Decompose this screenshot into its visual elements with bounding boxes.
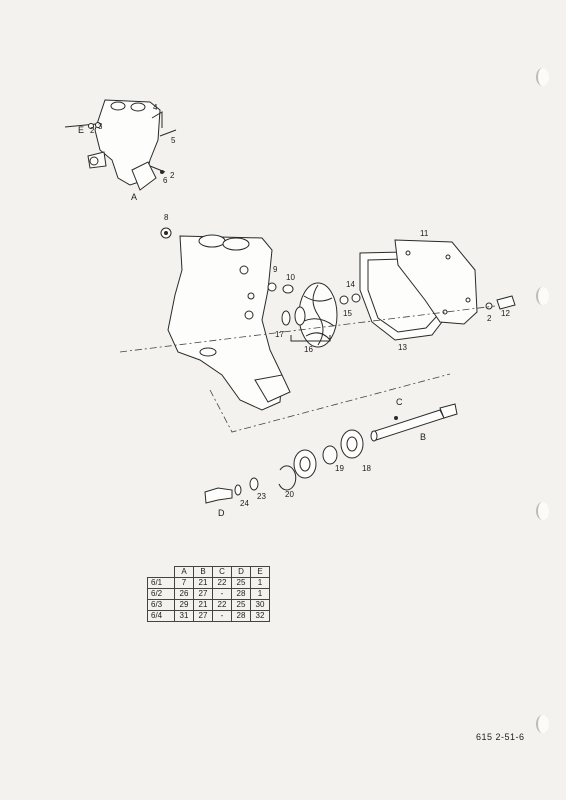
callout-19: 19: [335, 464, 344, 473]
table-row: 6/3 29 21 22 25 30: [147, 599, 270, 611]
table-cell: 22: [212, 577, 232, 589]
table-cell: 27: [193, 588, 213, 600]
table-cell: 22: [212, 599, 232, 611]
punch-hole: [536, 502, 549, 520]
table-cell: 28: [231, 610, 251, 622]
table-cell: -: [212, 588, 232, 600]
table-cell: 28: [231, 588, 251, 600]
table-row: 6/2 26 27 - 28 1: [147, 588, 270, 600]
callout-11: 11: [420, 229, 429, 238]
table-cell: 30: [250, 599, 270, 611]
pump-assembly-overview: [64, 99, 177, 191]
column-header: B: [193, 566, 213, 578]
punch-hole: [536, 287, 549, 305]
punch-hole: [536, 715, 549, 733]
washer: [249, 477, 259, 491]
nut: [351, 293, 361, 303]
table-row: 6/4 31 27 - 28 32: [147, 610, 270, 622]
column-header: A: [174, 566, 194, 578]
callout-2: 2: [170, 171, 175, 180]
table-cell: 32: [250, 610, 270, 622]
callout-13: 13: [398, 343, 407, 352]
key: [394, 416, 398, 420]
callout-8: 8: [164, 213, 169, 222]
callout-E: E: [78, 125, 84, 135]
bolt: [204, 487, 233, 504]
washer: [485, 302, 493, 310]
callout-B: B: [420, 432, 426, 442]
washer: [339, 295, 349, 305]
column-header: D: [231, 566, 251, 578]
callout-14: 14: [346, 280, 355, 289]
table-cell: 29: [174, 599, 194, 611]
callout-12: 12: [501, 309, 510, 318]
row-label: 6/1: [147, 577, 175, 589]
row-label: 6/2: [147, 588, 175, 600]
table-cell: 1: [250, 588, 270, 600]
callout-9: 9: [273, 265, 278, 274]
table-cell: 25: [231, 577, 251, 589]
callout-16: 16: [304, 345, 313, 354]
callout-23: 23: [257, 492, 266, 501]
punch-hole: [536, 68, 549, 86]
table-header-row: A B C D E: [147, 566, 270, 578]
table-cell: 21: [193, 599, 213, 611]
spacer: [322, 445, 338, 465]
table-cell: -: [212, 610, 232, 622]
parts-reference-table: A B C D E 6/1 7 21 22 25 1 6/2 26 27 - 2…: [147, 566, 270, 622]
callout-20: 20: [285, 490, 294, 499]
axis-line: [119, 305, 496, 353]
impeller: [281, 282, 338, 348]
callout-15: 15: [343, 309, 352, 318]
table-cell: 27: [193, 610, 213, 622]
callout-2: 2: [487, 314, 492, 323]
table-cell: 7: [174, 577, 194, 589]
callout-C: C: [396, 397, 403, 407]
table-cell: 1: [250, 577, 270, 589]
page-reference-code: 615 2-51-6: [476, 732, 525, 742]
o-ring: [267, 282, 277, 292]
axis-line: [209, 373, 451, 433]
callout-24: 24: [240, 499, 249, 508]
pump-housing: [160, 227, 291, 411]
pump-shaft: [370, 403, 458, 442]
callout-18: 18: [362, 464, 371, 473]
callout-2: 2: [90, 126, 95, 135]
callout-A: A: [131, 192, 137, 202]
table-cell: 31: [174, 610, 194, 622]
callout-D: D: [218, 508, 225, 518]
callout-6: 6: [163, 176, 168, 185]
column-header: E: [250, 566, 270, 578]
bolt: [496, 295, 516, 310]
table-cell: 25: [231, 599, 251, 611]
seal: [282, 284, 294, 294]
row-label: 6/4: [147, 610, 175, 622]
callout-17: 17: [275, 330, 284, 339]
bearing: [293, 449, 317, 479]
row-label: 6/3: [147, 599, 175, 611]
table-cell: 26: [174, 588, 194, 600]
bearing: [340, 429, 364, 459]
callout-5: 5: [171, 136, 176, 145]
column-header: C: [212, 566, 232, 578]
circlip: [278, 465, 297, 491]
table-row: 6/1 7 21 22 25 1: [147, 577, 270, 589]
callout-3: 3: [98, 122, 103, 131]
pump-cover: [394, 239, 478, 325]
table-corner: [147, 566, 175, 578]
washer: [234, 484, 242, 496]
callout-10: 10: [286, 273, 295, 282]
table-cell: 21: [193, 577, 213, 589]
callout-4: 4: [153, 103, 158, 112]
